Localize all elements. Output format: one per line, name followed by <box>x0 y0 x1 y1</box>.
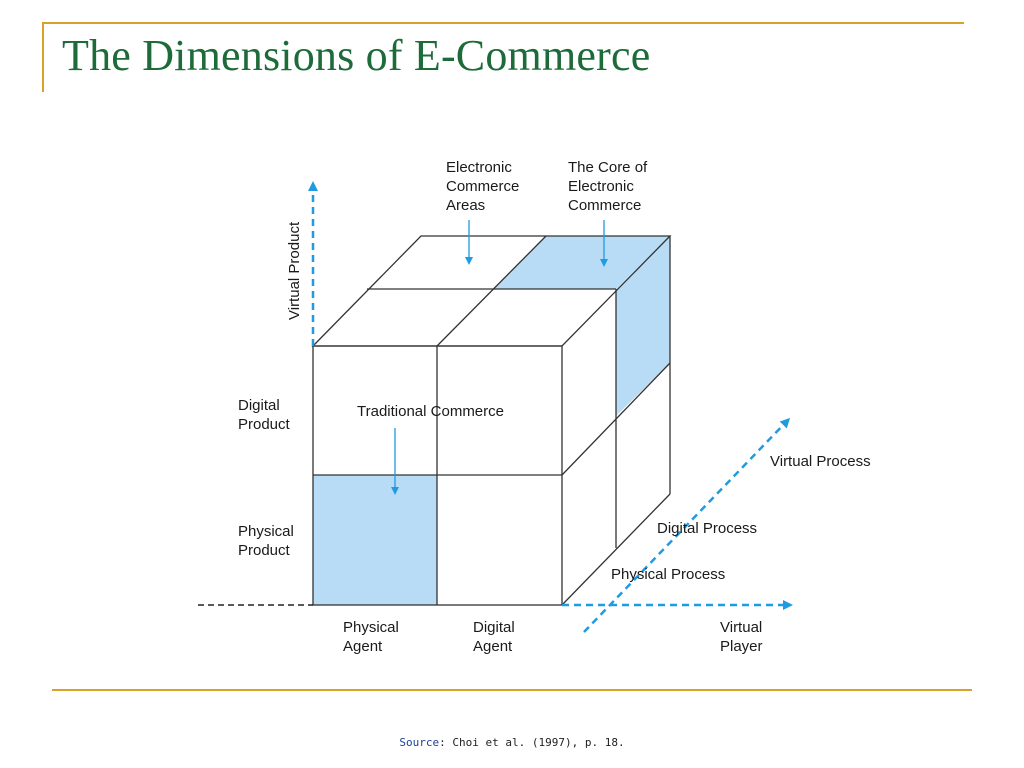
traditional-commerce-label: Traditional Commerce <box>357 403 504 420</box>
core-ec-label: The Core of Electronic Commerce <box>568 159 651 214</box>
slide-title: The Dimensions of E-Commerce <box>62 31 651 80</box>
core-side-face <box>616 236 670 416</box>
cube-wireframe <box>311 235 672 606</box>
virtual-process-label: Virtual Process <box>770 453 871 470</box>
physical-product-label: Physical Product <box>238 523 298 559</box>
digital-product-label: Digital Product <box>238 397 291 433</box>
source-citation: Source: Choi et al. (1997), p. 18. <box>0 736 1024 749</box>
bottom-divider <box>52 689 972 691</box>
physical-process-label: Physical Process <box>611 566 725 583</box>
source-text: : Choi et al. (1997), p. 18. <box>439 736 625 749</box>
core-top-face <box>494 236 670 289</box>
top-accent-line <box>42 22 964 24</box>
source-label: Source <box>399 736 440 749</box>
digital-process-label: Digital Process <box>657 520 757 537</box>
traditional-commerce-cell <box>313 475 437 605</box>
ec-areas-label: Electronic Commerce Areas <box>446 159 524 214</box>
virtual-product-label: Virtual Product <box>286 221 303 320</box>
left-accent-line <box>42 22 44 92</box>
virtual-process-axis <box>583 417 791 633</box>
physical-agent-label: Physical Agent <box>343 619 403 655</box>
virtual-player-label: Virtual Player <box>720 619 766 655</box>
digital-agent-label: Digital Agent <box>473 619 519 655</box>
